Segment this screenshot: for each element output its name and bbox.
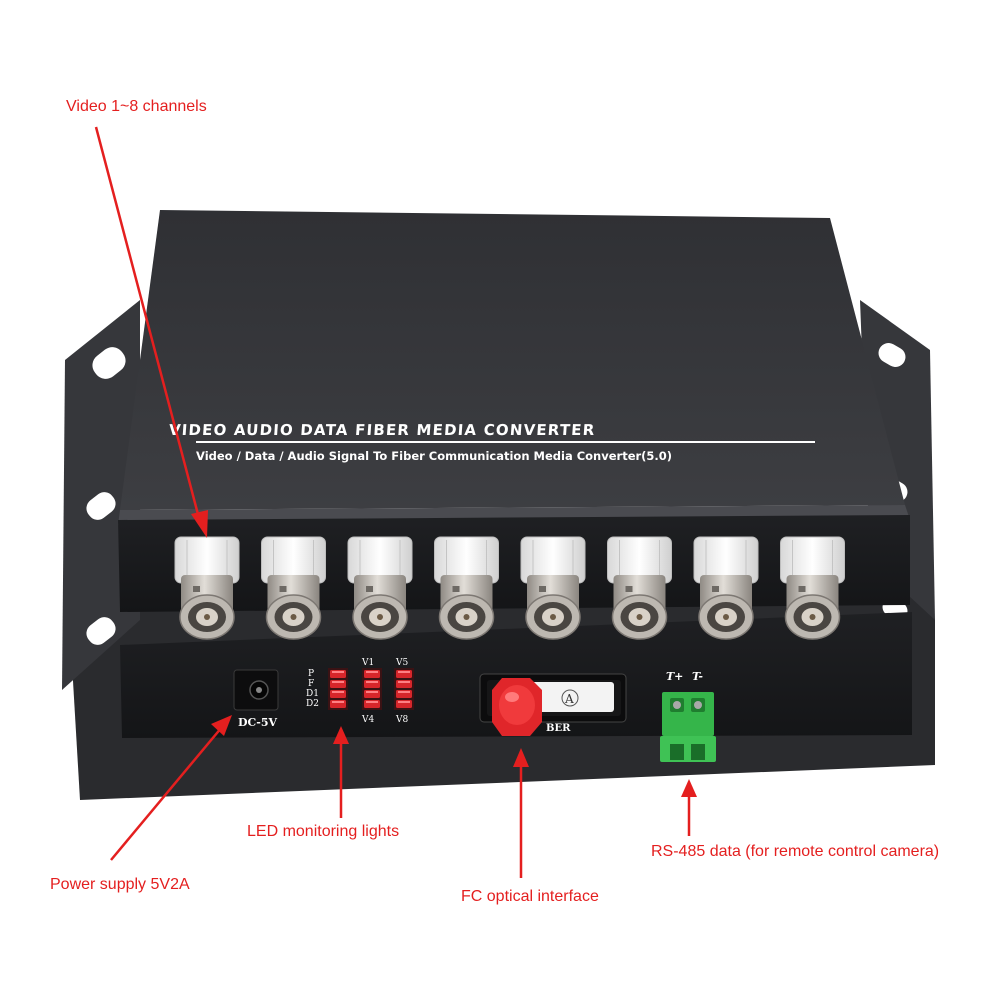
annotation-rs485: RS-485 data (for remote control camera): [651, 843, 940, 860]
led-panel: P F D1 D2 V1 V5 V4 V8: [306, 658, 414, 725]
arrowhead-video: [191, 510, 208, 538]
annotation-led-lights: LED monitoring lights: [247, 823, 400, 840]
arrowhead-led: [333, 726, 349, 744]
arrowhead-power: [211, 715, 232, 736]
rs485-terminal[interactable]: T+ T-: [660, 670, 716, 762]
led-label-v5: V5: [395, 658, 408, 668]
bnc-connector-7[interactable]: [693, 536, 759, 640]
annotation-arrows: [94, 126, 697, 878]
arrowhead-fc: [513, 748, 529, 767]
led-label-d2: D2: [306, 699, 319, 709]
led-label-p: P: [308, 669, 314, 679]
bnc-connector-3[interactable]: [347, 536, 413, 640]
annotation-video-channels: Video 1~8 channels: [66, 98, 207, 115]
power-port-label: DC-5V: [238, 716, 278, 729]
bnc-connector-8[interactable]: [780, 536, 845, 640]
annotation-fc-interface: FC optical interface: [461, 888, 599, 905]
power-port[interactable]: [233, 669, 279, 711]
arrow-video: [94, 126, 202, 523]
led-column-3: [394, 668, 414, 710]
led-column-2: [362, 668, 382, 710]
led-column-1: [328, 668, 348, 710]
bnc-connector-2[interactable]: [261, 536, 326, 640]
bnc-connectors: [174, 536, 845, 640]
device-subtitle: Video / Data / Audio Signal To Fiber Com…: [196, 449, 672, 463]
annotation-power-supply: Power supply 5V2A: [50, 876, 190, 893]
bnc-connector-5[interactable]: [520, 536, 586, 640]
fiber-port-label: BER: [546, 723, 571, 734]
arrow-power: [110, 726, 223, 861]
device-title: VIDEO AUDIO DATA FIBER MEDIA CONVERTER: [168, 421, 596, 439]
fc-optical-port[interactable]: A BER: [479, 673, 627, 736]
fiber-port-letter: A: [564, 692, 574, 706]
chassis-top: [120, 210, 905, 510]
terminal-label-tplus: T+: [666, 670, 683, 683]
led-label-v1: V1: [361, 658, 374, 668]
bnc-connector-1[interactable]: [174, 536, 240, 640]
led-label-v8: V8: [395, 715, 408, 725]
bnc-connector-4[interactable]: [434, 536, 499, 640]
led-label-f: F: [308, 679, 314, 689]
bnc-connector-6[interactable]: [607, 536, 672, 640]
led-label-v4: V4: [361, 715, 374, 725]
terminal-label-tminus: T-: [692, 670, 703, 683]
led-label-d1: D1: [306, 689, 319, 699]
arrowhead-rs485: [681, 779, 697, 797]
